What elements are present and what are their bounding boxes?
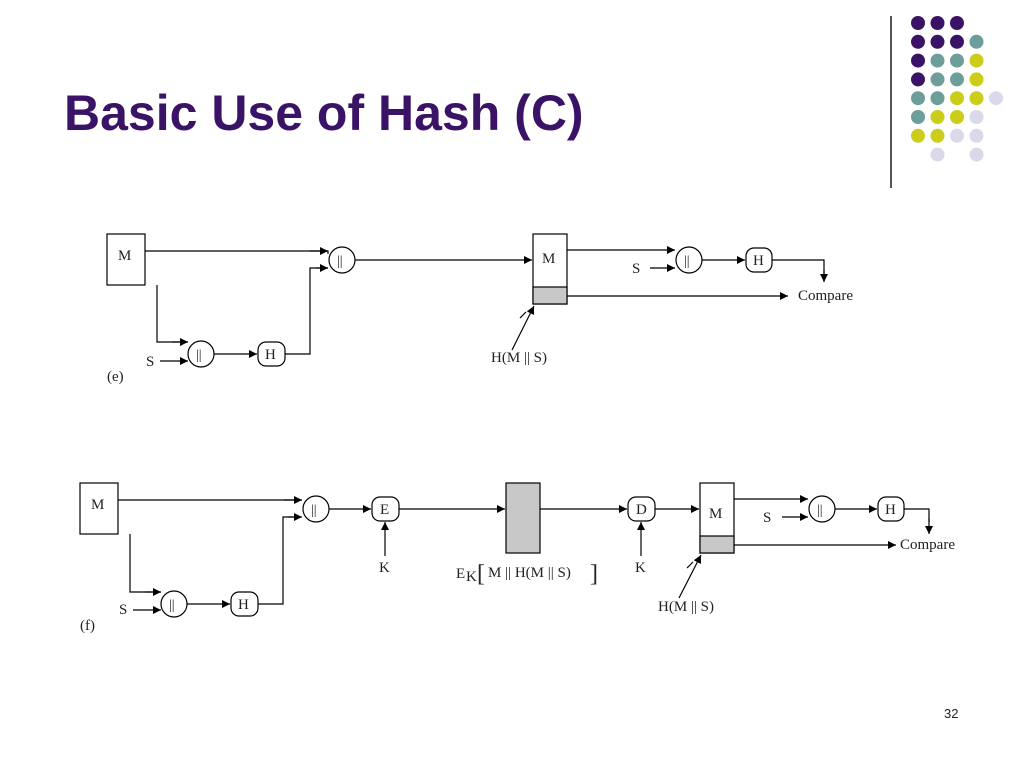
received-message-label: M xyxy=(542,251,555,267)
concat-label: || xyxy=(817,503,823,518)
decor-dot xyxy=(969,91,984,106)
secret-label: S xyxy=(146,354,154,370)
hash-segment xyxy=(532,286,568,305)
decor-dot xyxy=(969,72,984,87)
concat-label: || xyxy=(684,254,690,269)
cipher-subscript: K xyxy=(466,569,477,585)
decor-dot xyxy=(930,53,945,68)
decor-dot xyxy=(930,91,945,106)
decor-dot xyxy=(930,34,945,49)
message-label: M xyxy=(118,248,131,264)
hash-label: H xyxy=(885,502,896,518)
title-divider xyxy=(890,16,892,188)
decor-dot xyxy=(950,34,964,49)
decor-dot xyxy=(969,147,984,162)
connector xyxy=(904,508,930,522)
decor-dot xyxy=(911,72,925,87)
tick xyxy=(686,561,694,569)
decor-dot xyxy=(930,16,945,30)
decrypt-label: D xyxy=(636,502,647,518)
decor-dot xyxy=(930,147,945,162)
connector xyxy=(772,259,825,281)
decor-dot xyxy=(950,53,964,68)
connector xyxy=(156,285,188,343)
decor-dot xyxy=(911,128,925,143)
slide-title: Basic Use of Hash (C) xyxy=(64,85,584,141)
connector xyxy=(258,516,300,605)
decor-dot xyxy=(911,91,925,106)
arrow xyxy=(511,305,535,351)
concat-label: || xyxy=(169,598,175,613)
decor-dot xyxy=(969,110,984,124)
decor-dot xyxy=(969,34,984,49)
decor-dot xyxy=(969,128,984,143)
decor-dot xyxy=(950,128,964,143)
connector xyxy=(129,534,161,593)
decor-dot xyxy=(911,53,925,68)
secret-label: S xyxy=(632,261,640,277)
decor-dot xyxy=(950,91,964,106)
decor-dot xyxy=(989,91,1003,106)
decor-dot xyxy=(911,110,925,124)
diagram-label: (f) xyxy=(80,618,95,634)
hash-value-label: H(M || S) xyxy=(658,599,714,615)
cipher-body: M || H(M || S) xyxy=(488,565,571,581)
decor-dot xyxy=(950,72,964,87)
concat-label: || xyxy=(311,503,317,518)
decor-dot xyxy=(950,16,964,30)
decor-dot xyxy=(911,16,925,30)
ciphertext-block xyxy=(505,482,541,554)
decor-dot xyxy=(950,110,964,124)
message-box xyxy=(106,233,146,286)
compare-label: Compare xyxy=(798,288,853,304)
connector xyxy=(145,250,329,254)
cipher-prefix: E xyxy=(456,566,465,582)
key-label: K xyxy=(379,560,390,576)
received-message-label: M xyxy=(709,506,722,522)
decor-dot xyxy=(930,110,945,124)
concat-label: || xyxy=(196,348,202,363)
compare-label: Compare xyxy=(900,537,955,553)
concat-label: || xyxy=(337,254,343,269)
connector xyxy=(285,267,328,355)
decor-dot xyxy=(911,34,925,49)
secret-label: S xyxy=(763,510,771,526)
decor-dot xyxy=(969,53,984,68)
diagram-f-labels: M S || H || E K D K E K [ M || H(M || S)… xyxy=(80,497,955,634)
hash-label: H xyxy=(753,253,764,269)
decor-dot xyxy=(930,72,945,87)
arrow xyxy=(678,554,702,599)
message-box xyxy=(79,482,119,535)
diagram-e xyxy=(106,233,828,368)
diagram-e-labels: M S || H || M S || H Compare H(M || S) (… xyxy=(107,248,853,385)
hash-label: H xyxy=(265,347,276,363)
decor-dot xyxy=(930,128,945,143)
message-label: M xyxy=(91,497,104,513)
diagram-label: (e) xyxy=(107,369,124,385)
key-label: K xyxy=(635,560,646,576)
hash-segment xyxy=(699,535,735,554)
tick xyxy=(519,311,527,319)
page-number: 32 xyxy=(944,706,959,721)
cipher-bracket-open: [ xyxy=(477,561,485,587)
cipher-bracket-close: ] xyxy=(590,561,598,587)
diagram-f xyxy=(79,482,933,618)
hash-label: H xyxy=(238,597,249,613)
encrypt-label: E xyxy=(380,502,389,518)
decorative-dots xyxy=(911,16,1003,162)
hash-value-label: H(M || S) xyxy=(491,350,547,366)
secret-label: S xyxy=(119,602,127,618)
